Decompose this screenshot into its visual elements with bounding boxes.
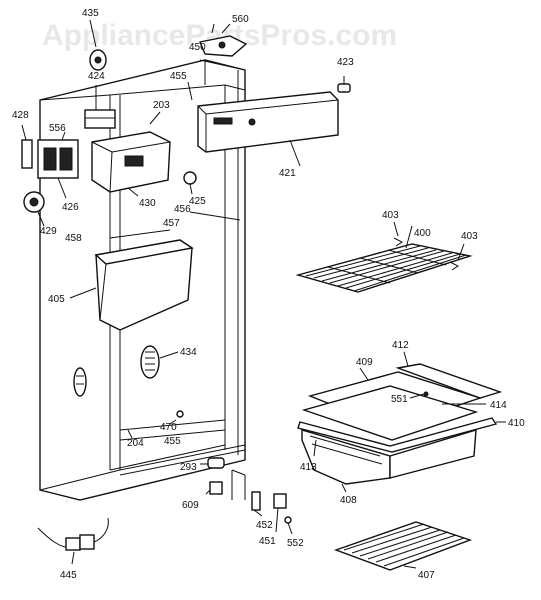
label-407: 407 bbox=[418, 570, 435, 581]
part-450-bracket[interactable] bbox=[199, 23, 248, 57]
leader-413 bbox=[313, 439, 317, 457]
label-428: 428 bbox=[12, 110, 29, 121]
label-426: 426 bbox=[62, 202, 79, 213]
part-414-cover-frame[interactable] bbox=[301, 385, 486, 441]
part-423-bulb-socket[interactable] bbox=[337, 76, 351, 93]
part-451-catch[interactable] bbox=[273, 493, 287, 533]
label-451: 451 bbox=[259, 536, 276, 547]
label-445: 445 bbox=[60, 570, 77, 581]
part-428-switch[interactable] bbox=[21, 124, 33, 169]
frame-side-rail bbox=[231, 469, 246, 500]
part-407-wire-shelf[interactable] bbox=[333, 521, 473, 571]
part-412-shelf-frame[interactable] bbox=[395, 351, 503, 399]
label-425: 425 bbox=[189, 196, 206, 207]
label-408: 408 bbox=[340, 495, 357, 506]
label-412: 412 bbox=[392, 340, 409, 351]
part-429-thermostat[interactable] bbox=[23, 191, 45, 227]
label-456: 456 bbox=[174, 204, 191, 215]
label-424: 424 bbox=[88, 71, 105, 82]
label-293: 293 bbox=[180, 462, 197, 473]
part-435-knob[interactable] bbox=[89, 19, 107, 71]
label-430: 430 bbox=[139, 198, 156, 209]
part-445-cord[interactable] bbox=[37, 517, 109, 565]
label-403-left: 403 bbox=[382, 210, 399, 221]
label-409: 409 bbox=[356, 357, 373, 368]
label-413: 413 bbox=[300, 462, 317, 473]
part-430-control-housing[interactable] bbox=[91, 131, 171, 197]
leader-457 bbox=[109, 229, 171, 239]
part-452-bracket[interactable] bbox=[251, 491, 263, 517]
label-452: 452 bbox=[256, 520, 273, 531]
label-609: 609 bbox=[182, 500, 199, 511]
label-414: 414 bbox=[490, 400, 507, 411]
label-455-top: 455 bbox=[170, 71, 187, 82]
label-421: 421 bbox=[279, 168, 296, 179]
part-470-clip[interactable] bbox=[169, 410, 184, 425]
part-408-crisper-drawer[interactable] bbox=[301, 429, 477, 493]
label-434: 434 bbox=[180, 347, 197, 358]
label-458: 458 bbox=[65, 233, 82, 244]
wall-vent bbox=[73, 367, 87, 397]
label-403-right: 403 bbox=[461, 231, 478, 242]
part-434-vent[interactable] bbox=[140, 345, 179, 379]
label-405: 405 bbox=[48, 294, 65, 305]
part-425-knob[interactable] bbox=[183, 171, 197, 195]
part-410-rail[interactable] bbox=[297, 417, 506, 453]
part-551-screw[interactable] bbox=[409, 391, 429, 399]
part-400-wire-shelf[interactable] bbox=[295, 225, 473, 293]
part-403-clip-right[interactable] bbox=[449, 243, 465, 271]
part-426-socket[interactable] bbox=[37, 131, 79, 199]
label-429: 429 bbox=[40, 226, 57, 237]
part-609-hinge[interactable] bbox=[205, 481, 223, 495]
label-423: 423 bbox=[337, 57, 354, 68]
label-556: 556 bbox=[49, 123, 66, 134]
part-403-clip-left[interactable] bbox=[393, 221, 403, 247]
label-457: 457 bbox=[163, 218, 180, 229]
label-560: 560 bbox=[232, 14, 249, 25]
leader-204 bbox=[127, 429, 133, 439]
label-551: 551 bbox=[391, 394, 408, 405]
label-552: 552 bbox=[287, 538, 304, 549]
part-421-control-panel[interactable] bbox=[197, 91, 339, 167]
part-552-screw[interactable] bbox=[284, 516, 293, 535]
label-455-bottom: 455 bbox=[164, 436, 181, 447]
label-435: 435 bbox=[82, 8, 99, 19]
label-204: 204 bbox=[127, 438, 144, 449]
label-410: 410 bbox=[508, 418, 525, 429]
label-400: 400 bbox=[414, 228, 431, 239]
label-470: 470 bbox=[160, 422, 177, 433]
part-293-roller[interactable] bbox=[200, 457, 225, 469]
callout-labels: 435 560 450 423 424 455 428 556 203 421 … bbox=[12, 8, 525, 581]
label-203: 203 bbox=[153, 100, 170, 111]
leader-456 bbox=[189, 211, 241, 221]
part-424-housing[interactable] bbox=[84, 85, 116, 129]
label-450: 450 bbox=[189, 42, 206, 53]
part-405-cover[interactable] bbox=[69, 239, 194, 331]
